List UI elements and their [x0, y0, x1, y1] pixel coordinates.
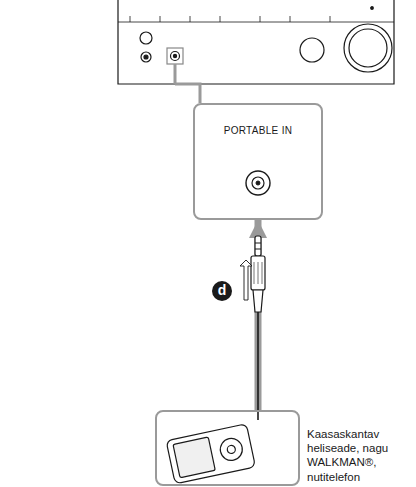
port-label: PORTABLE IN [195, 105, 321, 136]
device-label: Kaasaskantav heliseade, nagu WALKMAN®, n… [307, 427, 416, 485]
device-box: Kaasaskantav heliseade, nagu WALKMAN®, n… [155, 410, 300, 486]
plug-illustration [251, 236, 265, 312]
callout-number: d [212, 281, 232, 301]
insert-direction-arrow [240, 260, 252, 300]
portable-device [166, 312, 258, 484]
receiver-unit [118, 0, 394, 84]
callout-box: PORTABLE IN [193, 103, 323, 220]
jack-symbol [246, 171, 270, 195]
callout-line [175, 64, 200, 103]
